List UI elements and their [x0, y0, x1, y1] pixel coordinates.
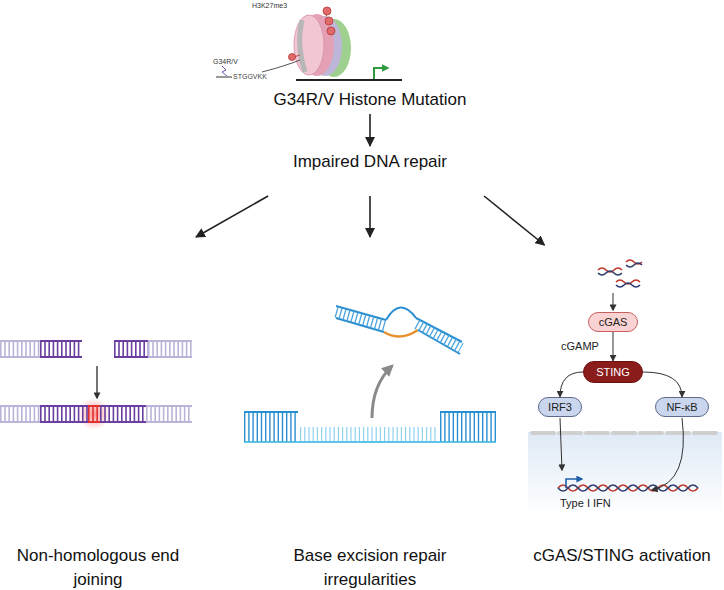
node-text: cGAS/STING activation [520, 544, 724, 568]
arrow-connector [560, 372, 583, 397]
cgas-illustration [528, 260, 722, 516]
mutation-label: G34R/V [213, 58, 238, 65]
gene-label: Type I IFN [560, 497, 611, 509]
methyl-mark [323, 7, 331, 15]
ber-illustration [244, 306, 496, 442]
histone-gray [300, 20, 305, 72]
sequence-label: STGGVKK [233, 73, 267, 80]
process-text: Impaired DNA repair [255, 146, 485, 196]
dna-line [296, 79, 402, 81]
node-text: Base excision repair irregularities [270, 544, 470, 590]
tail-line [262, 60, 300, 72]
methyl-mark [325, 17, 333, 25]
outcome-panel: cGAS/STING activation cGAS STINGIRF3 NF-κB [520, 245, 724, 590]
pill-text: cGAS [589, 313, 637, 331]
outcome-panel: Base excision repair irregularities [240, 237, 500, 590]
nhej-illustration [0, 341, 192, 430]
methyl-mark [289, 54, 296, 61]
mutation-mark [222, 66, 227, 76]
node-text: G34R/V Histone Mutation [200, 88, 540, 112]
protein-pill: STING [583, 361, 643, 383]
pill-text: STING [584, 362, 642, 382]
outcome-panel: Non-homologous end joining [0, 237, 196, 590]
protein-pill: cGAS [588, 312, 638, 332]
methyl-mark [327, 27, 335, 35]
histone-face [294, 15, 324, 75]
pill-text: IRF3 [539, 398, 581, 416]
protein-pill: NF-κB [655, 397, 709, 417]
tail-line [216, 77, 232, 78]
node-text: Impaired DNA repair [255, 150, 485, 174]
protein-pill: IRF3 [538, 397, 582, 417]
arrow-connector [484, 196, 544, 245]
transcription-arrow [374, 68, 388, 79]
edge-label: cGAMP [561, 340, 599, 352]
nucleosome [216, 7, 402, 80]
arrow-connector [613, 332, 614, 361]
arrow-connector [196, 196, 268, 237]
heading-node: G34R/V Histone Mutation [200, 0, 540, 114]
arrow-connector [643, 372, 682, 397]
node-text: Non-homologous end joining [0, 544, 196, 590]
arrow-connector [369, 114, 371, 146]
arrow-connector [369, 196, 371, 237]
mark-label: H3K27me3 [252, 2, 287, 9]
pill-text: NF-κB [656, 398, 708, 416]
